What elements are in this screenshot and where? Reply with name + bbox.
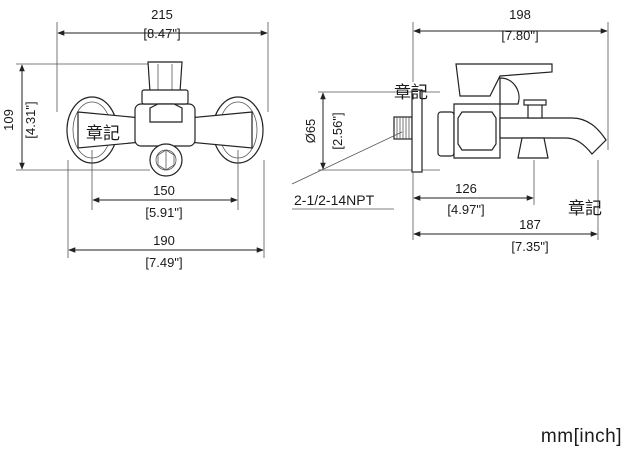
right-body-arm — [187, 111, 253, 149]
side-lever-handle — [455, 63, 553, 97]
dim-length-mm: 187 — [519, 217, 541, 232]
dim-height-inch: [4.31"] — [23, 101, 38, 138]
hose-outlet — [517, 137, 549, 159]
connecting-nut — [437, 111, 455, 157]
handle-pivot — [499, 77, 520, 105]
dim-center-inch: [5.91"] — [145, 205, 182, 220]
watermark-front: 章記 — [86, 124, 120, 144]
wall-flange — [411, 89, 423, 173]
dim-depth-inch: [7.80"] — [501, 28, 538, 43]
dim-bottom-inch: [7.49"] — [145, 255, 182, 270]
dim-bottom-mm: 190 — [153, 233, 175, 248]
front-view: 215 [8.47"] 109 [4.31"] — [1, 7, 269, 270]
dim-length-inch: [7.35"] — [511, 239, 548, 254]
dim-center-mm: 150 — [153, 183, 175, 198]
dim-reach-inch: [4.97"] — [447, 202, 484, 217]
spout — [499, 117, 607, 155]
diverter-cap — [523, 99, 547, 106]
upper-nut — [149, 103, 183, 123]
thread-leader — [291, 131, 403, 185]
dim-reach-mm: 126 — [455, 181, 477, 196]
side-nut — [457, 111, 497, 151]
units-label: mm[inch] — [541, 426, 622, 447]
watermark-side-bottom: 章記 — [568, 199, 602, 219]
dim-flange-mm: Ø65 — [303, 119, 318, 144]
lever-handle — [147, 61, 183, 93]
dim-height-mm: 109 — [1, 109, 16, 131]
dim-overall-width-inch: [8.47"] — [143, 26, 180, 41]
dim-depth-mm: 198 — [509, 7, 531, 22]
handle-base — [141, 89, 189, 105]
thread-callout: 2-1/2-14NPT — [294, 192, 375, 208]
dim-overall-width-mm: 215 — [151, 7, 173, 22]
side-view: 198 [7.80"] Ø65 [2.56"] 2-1/2-14NPT — [291, 7, 609, 254]
diverter-knob — [527, 103, 543, 119]
watermark-side-top: 章記 — [394, 83, 428, 103]
dim-flange-inch: [2.56"] — [330, 112, 345, 149]
